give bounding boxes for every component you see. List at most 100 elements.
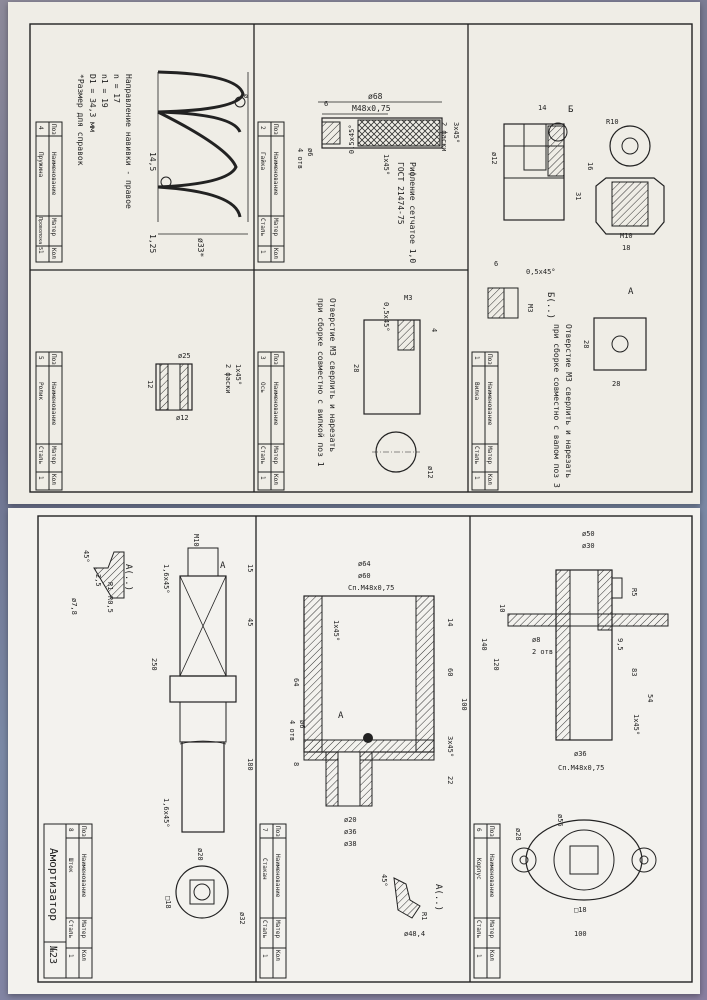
tb-axle-name-header: Наименование bbox=[272, 382, 279, 426]
tb-roller-name-header: Наименование bbox=[50, 382, 57, 426]
nut-dim-thread: М48х0,75 bbox=[352, 104, 391, 113]
body-dim-d28: ø28 bbox=[514, 828, 522, 841]
body-dim-10: 10 bbox=[498, 604, 506, 612]
body-dim-100: 100 bbox=[574, 930, 587, 938]
roller-dim-2-chamfers: 2 фаски bbox=[224, 364, 232, 394]
tb-axle-material-header: Матер bbox=[272, 446, 279, 464]
tb-axle-poz: 3 bbox=[259, 356, 266, 360]
tb-fork-name-header: Наименование bbox=[486, 382, 493, 426]
fork-detail-b-label: Б(..) bbox=[545, 292, 555, 319]
rod-detail-r05: R0,5 bbox=[106, 596, 114, 613]
tb-spring-qty: 1 bbox=[37, 250, 44, 254]
tb-rod-material: Сталь bbox=[67, 920, 74, 938]
rod-dim-m10: М10 bbox=[192, 534, 200, 547]
tb-roller-material-header: Матер bbox=[50, 446, 57, 464]
panel-rod: М10 1,6х45° А 15 45 250 180 1,6х45° ø20 … bbox=[43, 534, 254, 979]
fork-dim-31: 31 bbox=[574, 192, 582, 200]
title-block-fork: Поз Наименование Матер Кол 1 Вилка Сталь… bbox=[471, 351, 499, 491]
fork-detail-dim-6: 6 bbox=[494, 260, 498, 268]
tb-body-material: Сталь bbox=[475, 920, 482, 938]
axle-note-2: при сборке совместно с вилкой поз 1 bbox=[316, 298, 326, 467]
fork-detail-m3: М3 bbox=[526, 304, 534, 312]
tb-roller-poz-header: Поз bbox=[50, 354, 57, 365]
fork-dim-28-vert: 28 bbox=[582, 340, 590, 348]
tb-body-name: Корпус bbox=[475, 858, 482, 880]
tb-nut-qty: 1 bbox=[259, 250, 266, 254]
cup-dim-8: 8 bbox=[292, 762, 300, 766]
axle-dim-chamfer: 0,5х45° bbox=[382, 302, 390, 332]
roller-dim-chamfer: 1х45° bbox=[234, 364, 242, 385]
tb-nut-material-header: Матер bbox=[272, 218, 279, 236]
body-dim-d56: ø56 bbox=[556, 814, 564, 827]
roller-dim-12: 12 bbox=[146, 380, 154, 388]
body-dim-thread: Сп.М48х0,75 bbox=[558, 764, 604, 772]
spring-note-1: Направление навивки - правое bbox=[124, 74, 133, 209]
tb-roller-qty: 1 bbox=[37, 476, 44, 480]
tb-axle-poz-header: Поз bbox=[272, 354, 279, 365]
cup-dim-d60: ø60 bbox=[358, 572, 371, 580]
title-block-body: Поз Наименование Матер Кол 6 Корпус Стал… bbox=[473, 823, 501, 979]
tb-nut-poz: 2 bbox=[259, 126, 266, 130]
panel-axle: М3 0,5х45° 4 28 ø12 Отверстие М3 сверлит… bbox=[257, 294, 438, 491]
tb-cup-name: Стакан bbox=[261, 858, 268, 880]
drawing-main-title: Амортизатор bbox=[47, 848, 60, 921]
tb-axle-material: Сталь bbox=[259, 446, 266, 464]
cup-dim-chamfer: 1х45° bbox=[332, 620, 340, 641]
nut-dim-3x45: 3х45° bbox=[452, 122, 460, 143]
nut-dim-chamfer: 0,5х45° bbox=[348, 124, 356, 154]
axle-note-1: Отверстие М3 сверлить и нарезать bbox=[328, 298, 337, 452]
nut-dim-diameter: ø68 bbox=[368, 92, 383, 101]
panel-spring: 14,5 1,25 ø33* ø Направление навивки - п… bbox=[35, 70, 250, 263]
title-block-cup: Поз Наименование Матер Кол 7 Стакан Стал… bbox=[259, 823, 287, 979]
tb-cup-poz: 7 bbox=[261, 828, 268, 832]
nut-note-2: ГОСТ 21474-75 bbox=[396, 162, 405, 225]
panel-fork: 14 Б R10 ø12 16 31 М10 18 А 28 28 6 0,5х… bbox=[471, 104, 665, 491]
roller-dim-d12: ø12 bbox=[176, 414, 189, 422]
tb-rod-name: Шток bbox=[67, 858, 74, 873]
rod-detail-25: 2,5 bbox=[94, 574, 102, 587]
rod-section-a-mark: А bbox=[220, 561, 226, 571]
cup-dim-d38: ø38 bbox=[344, 840, 357, 848]
spring-note-2: n = 17 bbox=[112, 74, 121, 103]
fork-dim-28-horiz: 28 bbox=[612, 380, 620, 388]
tb-rod-poz: 8 bbox=[67, 828, 74, 832]
tb-spring-poz: 4 bbox=[37, 126, 44, 130]
panel-body: ø50 ø30 R5 10 140 120 83 ø8 2 отв 9,5 54… bbox=[473, 530, 669, 979]
rod-detail-d78: ø7,8 bbox=[70, 598, 78, 615]
nut-dim-6: 6 bbox=[324, 100, 328, 108]
tb-nut-name-header: Наименование bbox=[272, 152, 279, 196]
drawing-number: №23 bbox=[47, 946, 58, 964]
tb-body-qty: 1 bbox=[475, 954, 482, 958]
body-dim-95: 9,5 bbox=[616, 638, 624, 651]
rod-dim-45: 45 bbox=[246, 618, 254, 626]
tb-roller-qty-header: Кол bbox=[50, 474, 57, 485]
tb-fork-material: Сталь bbox=[473, 446, 480, 464]
fork-dim-16: 16 bbox=[586, 162, 594, 170]
body-dim-54: 54 bbox=[646, 694, 654, 702]
cup-dim-14: 14 bbox=[446, 618, 454, 626]
cup-dim-thread: Сп.М48х0,75 bbox=[348, 584, 394, 592]
tb-axle-qty: 1 bbox=[259, 476, 266, 480]
tb-body-material-header: Матер bbox=[488, 920, 495, 938]
cup-dim-d64: ø64 bbox=[358, 560, 371, 568]
tb-cup-poz-header: Поз bbox=[274, 826, 281, 837]
cup-detail-d484: ø48,4 bbox=[404, 930, 425, 938]
cup-dim-64: 64 bbox=[292, 678, 300, 686]
fork-dim-18: 18 bbox=[622, 244, 630, 252]
axle-dim-4: 4 bbox=[430, 328, 438, 332]
tb-cup-material: Сталь bbox=[261, 920, 268, 938]
nut-dim-2-chamfers: 2 фаски bbox=[440, 122, 448, 152]
cup-detail-a-label: А(..) bbox=[433, 884, 443, 911]
rod-dim-chamfer-bottom: 1,6х45° bbox=[162, 798, 170, 828]
tb-spring-name-header: Наименование bbox=[50, 152, 57, 196]
drawing-sheet-bottom: М10 1,6х45° А 15 45 250 180 1,6х45° ø20 … bbox=[8, 508, 700, 994]
fork-dim-d12: ø12 bbox=[490, 152, 498, 165]
tb-spring-material: Проволока 5 bbox=[37, 217, 43, 250]
spring-dim-diameter: ø33* bbox=[196, 238, 205, 257]
body-dim-d30: ø30 bbox=[582, 542, 595, 550]
spring-note-5: *Размер для справок bbox=[76, 74, 85, 166]
cup-dim-100: 100 bbox=[460, 698, 468, 711]
body-dim-d8: ø8 bbox=[532, 636, 540, 644]
fork-detail-chamfer: 0,5х45° bbox=[526, 268, 556, 276]
body-dim-square: □18 bbox=[574, 906, 587, 914]
